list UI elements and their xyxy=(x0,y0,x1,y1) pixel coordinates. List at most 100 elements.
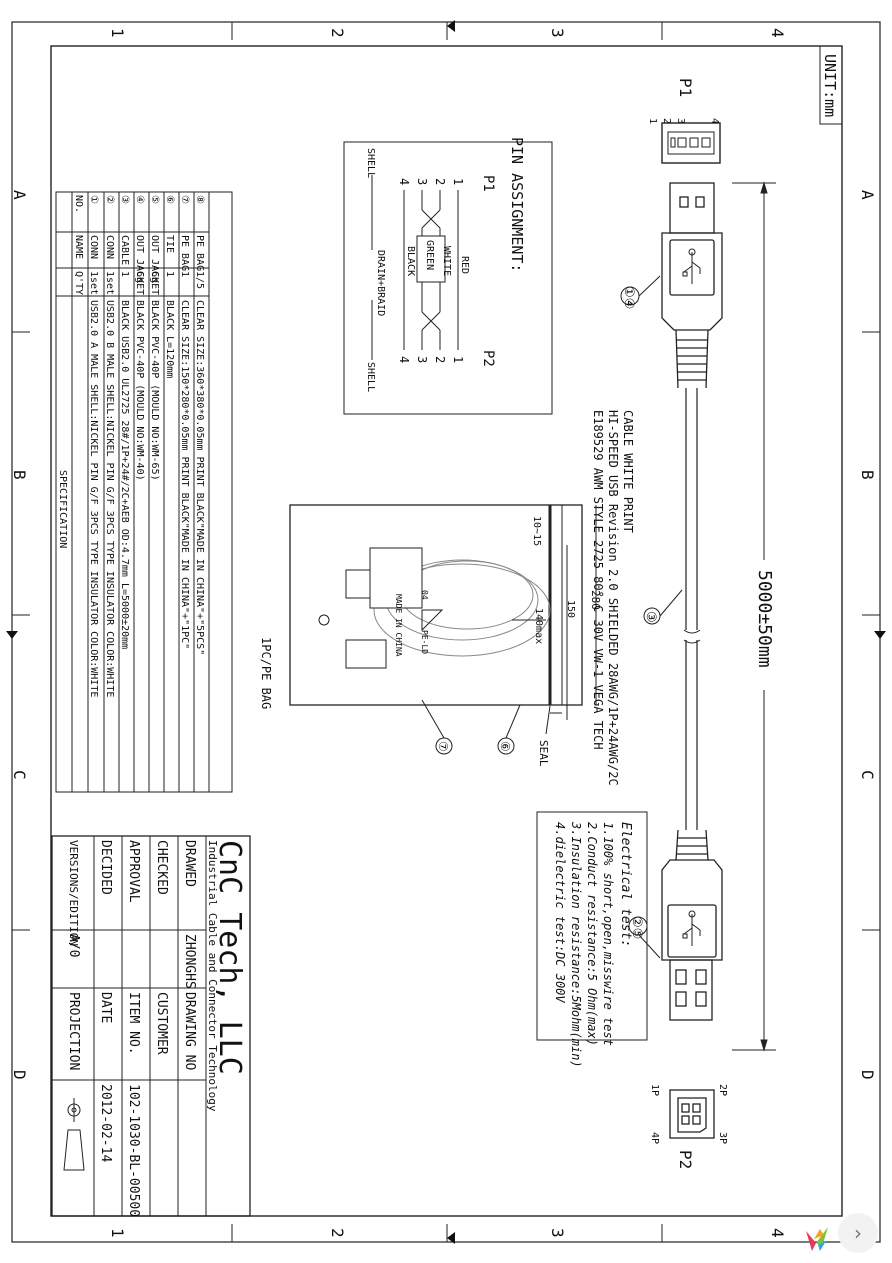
center-arrow-bottom xyxy=(6,631,18,639)
spec-row-qty: 1 xyxy=(119,271,130,277)
bag-width: 280 xyxy=(589,590,602,610)
spec-row-no: ④ xyxy=(134,195,145,204)
date-label: DATE xyxy=(98,992,113,1023)
cable-print: CABLE WHITE PRINT HI-SPEED USB Revision … xyxy=(591,410,635,786)
spec-row-name: CONN xyxy=(88,235,99,259)
spec-row-spec: CLEAR SIZE:150*280*0.05mm PRINT BLACK"MA… xyxy=(179,300,190,649)
usb-a-icon xyxy=(682,248,701,284)
p1-face: P1 1 2 3 4 xyxy=(647,78,721,164)
spec-header-spec: SPECIFICATION xyxy=(57,470,68,548)
company-name: CnC Tech, LLC xyxy=(212,840,247,1075)
company-tagline: Industrial Cable and Connector Technolog… xyxy=(206,840,219,1112)
next-page-button[interactable]: › xyxy=(838,1213,878,1253)
spec-row-no: ⑤ xyxy=(149,195,160,204)
spec-row-qty: 1set xyxy=(88,271,99,295)
tie-length: 140max xyxy=(533,608,544,644)
pin-p2: P2 xyxy=(480,350,496,367)
spec-row-no: ② xyxy=(104,195,115,204)
usb-b-icon xyxy=(682,910,701,946)
p1-pin4: 4 xyxy=(709,118,720,124)
wire-red: RED xyxy=(459,256,470,274)
p2-pin4: 4P xyxy=(649,1132,660,1144)
spec-row-qty: 1 xyxy=(179,271,190,277)
bag-recycle-num: 04 xyxy=(420,590,429,600)
callout-25: ②⑤ xyxy=(629,916,644,939)
spec-row-name: CABLE xyxy=(119,235,130,265)
spec-header-qty: Q'TY xyxy=(73,271,84,295)
spec-row-no: ⑦ xyxy=(179,195,190,204)
spec-row-no: ③ xyxy=(119,195,130,204)
pe-bag-drawing: 04 PE-LD MADE IN CHINA 1PC/PE BAG 280 10… xyxy=(259,504,602,767)
border-ticks xyxy=(12,22,880,1242)
decided-label: DECIDED xyxy=(98,840,113,895)
length-label: 5000±50mm xyxy=(754,570,775,668)
p1-label: P1 xyxy=(676,78,695,97)
pin-left-3: 3 xyxy=(415,178,429,185)
spec-row-spec: BLACK L=120mm xyxy=(164,300,175,378)
spec-row-name: OUT JACKET xyxy=(134,235,145,295)
electrical-test-title: Electrical test: xyxy=(618,822,633,947)
border-letter-a: A xyxy=(858,190,877,200)
border-letter-c-bottom: C xyxy=(10,770,29,780)
p2-pin3: 3P xyxy=(717,1132,728,1144)
title-block: CnC Tech, LLC Industrial Cable and Conne… xyxy=(51,835,251,1217)
drawed-label: DRAWED xyxy=(182,840,197,887)
spec-row-name: PE BAG xyxy=(179,235,190,271)
callout-7: ⑦ xyxy=(436,741,450,752)
spec-row-spec: CLEAR SIZE:360*380*0.05mm PRINT BLACK"MA… xyxy=(194,300,205,655)
pin-left-2: 2 xyxy=(433,178,447,185)
pin-right-2: 2 xyxy=(433,356,447,363)
projection-symbol xyxy=(63,1098,85,1171)
border-num-4: 4 xyxy=(768,28,787,38)
electrical-test: Electrical test: 1.100% short,open,missw… xyxy=(536,811,648,1068)
spec-row-qty: 6g xyxy=(134,271,145,283)
border-labels: A B C D A B C D 4 3 2 1 4 3 2 1 xyxy=(10,28,877,1238)
cable-print-line1: CABLE WHITE PRINT xyxy=(621,410,635,533)
version-value: A/0 xyxy=(66,934,81,957)
pin-left-1: 1 xyxy=(451,178,465,185)
chevron-right-icon: › xyxy=(854,1221,862,1245)
spec-row-qty: 1 xyxy=(164,271,175,277)
spec-row-no: ⑥ xyxy=(164,195,175,204)
border-letter-a-bottom: A xyxy=(10,190,29,200)
spec-row-name: TIE xyxy=(164,235,175,253)
item-no-label: ITEM NO. xyxy=(126,992,141,1055)
border-num-2-right: 2 xyxy=(328,1228,347,1238)
drawed-value: ZHONGHS xyxy=(182,934,197,989)
callout-3: ③ xyxy=(643,611,658,623)
p1-pin3: 3 xyxy=(675,118,686,124)
border-num-4-right: 4 xyxy=(768,1228,787,1238)
electrical-test-item-2: 2.Conduct resistance:5 Ohm(max) xyxy=(585,822,599,1046)
border-num-3: 3 xyxy=(548,28,567,38)
border-letter-d: D xyxy=(858,1070,877,1080)
border-letter-d-bottom: D xyxy=(10,1070,29,1080)
wire-green: GREEN xyxy=(424,240,435,270)
pin-p1: P1 xyxy=(480,175,496,192)
unit-box xyxy=(819,45,843,125)
cable-print-line2: HI-SPEED USB Revision 2.0 SHIELDED 28AWG… xyxy=(606,410,620,786)
shell-right: SHELL xyxy=(365,362,376,392)
outer-frame xyxy=(11,21,881,1243)
electrical-test-item-4: 4.dielectric test:DC 300V xyxy=(553,822,567,1003)
cable-print-line3: E189529 AWM STYLE 2725 80° C 30V VW-1 VE… xyxy=(591,410,605,750)
shell-left: SHELL xyxy=(365,148,376,178)
item-no-value: 102-1030-BL-00500 xyxy=(126,1084,141,1217)
center-arrow-top xyxy=(874,631,886,639)
spec-header-name: NAME xyxy=(73,235,84,259)
bag-height: 150 xyxy=(565,600,576,618)
spec-row-spec: USB2.0 B MALE SHELL:NICKEL PIN G/F 3PCS … xyxy=(104,300,115,697)
electrical-test-item-3: 3.Insulation resistance:5Mohm(min) xyxy=(569,821,583,1068)
pin-assignment-title: PIN ASSIGNMENT: xyxy=(508,137,526,272)
inner-frame xyxy=(50,45,843,1217)
seal-label: SEAL xyxy=(537,740,550,767)
spec-row-spec: BLACK USB2.0 UL2725 28#/1P+24#/2C+AEB OD… xyxy=(119,300,130,649)
wire-black: BLACK xyxy=(405,246,416,276)
approval-label: APPROVAL xyxy=(126,840,141,903)
border-letter-b: B xyxy=(858,470,877,480)
spec-row-name: CONN xyxy=(104,235,115,259)
bag-label: 1PC/PE BAG xyxy=(259,637,273,709)
